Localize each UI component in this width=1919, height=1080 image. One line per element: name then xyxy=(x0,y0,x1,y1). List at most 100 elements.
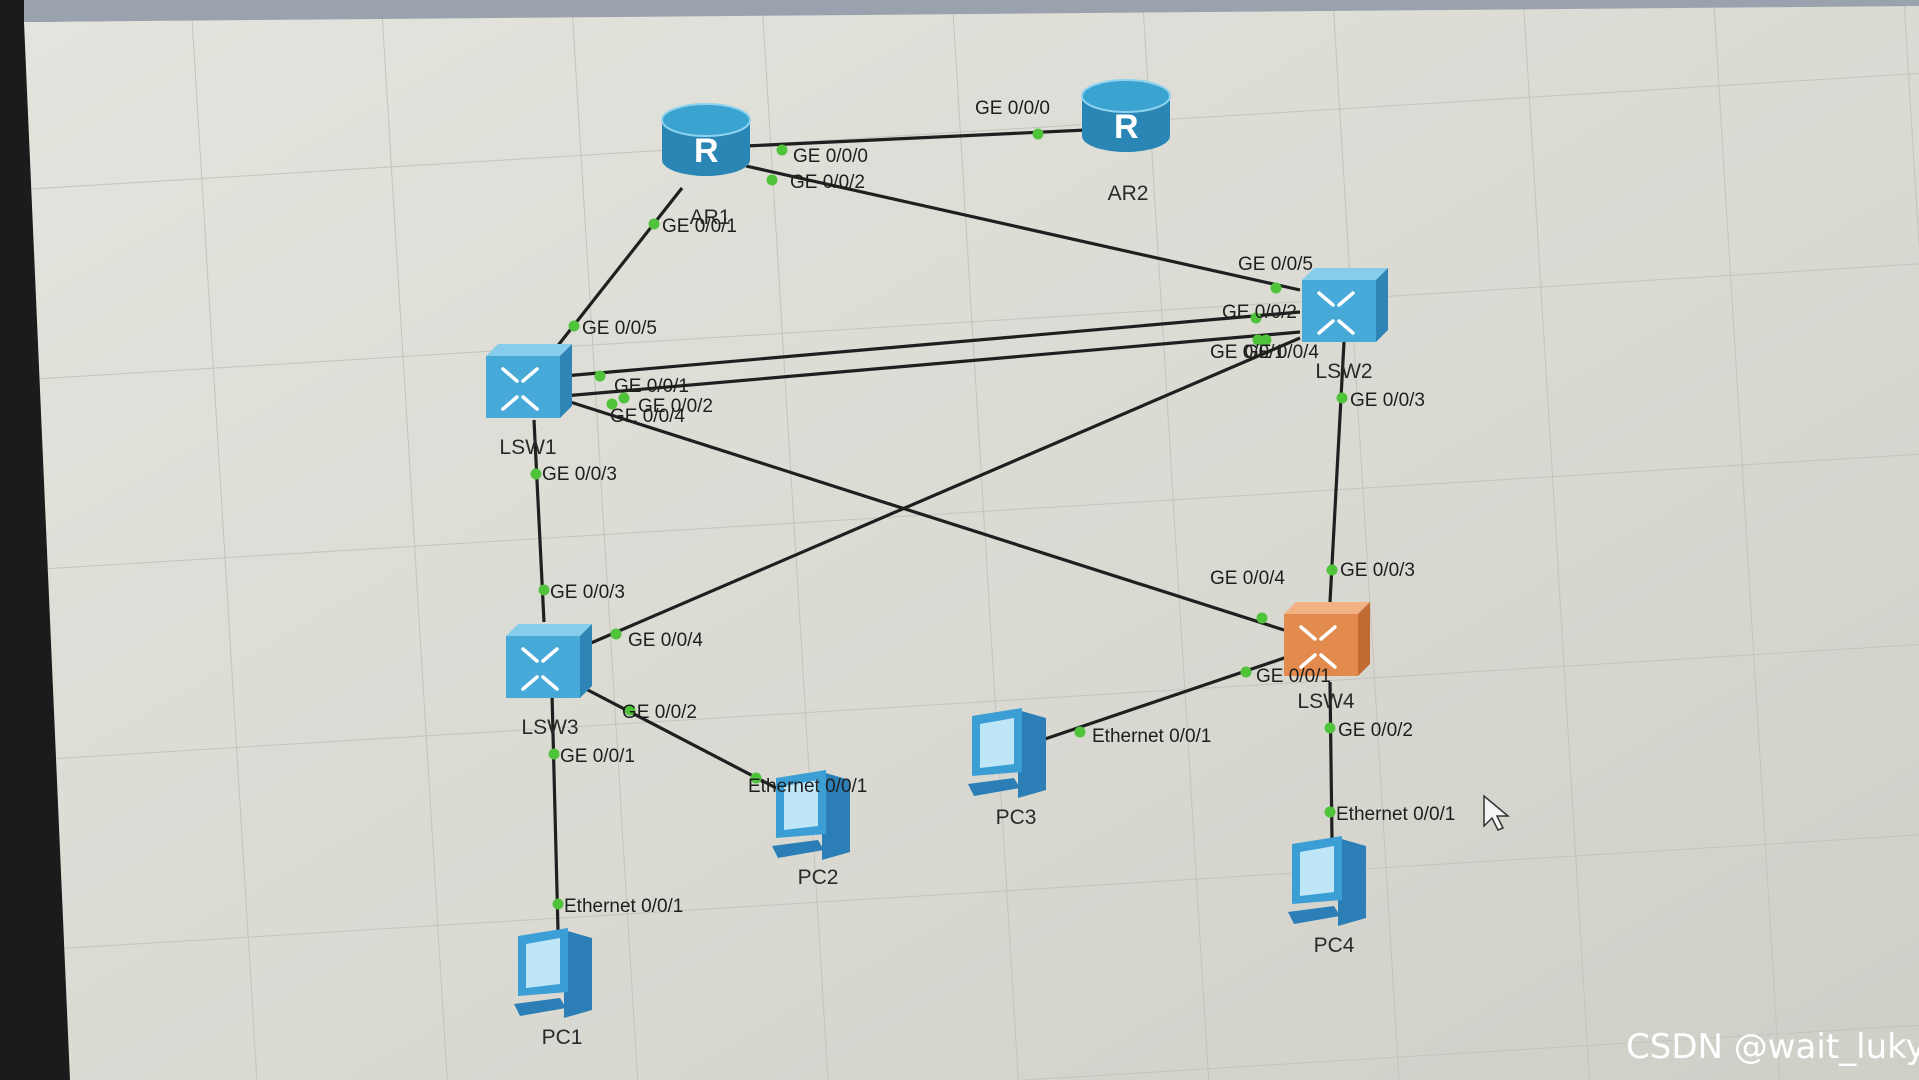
switch-front xyxy=(1302,280,1376,342)
device-lsw2[interactable] xyxy=(1302,268,1388,342)
router-base xyxy=(662,144,750,176)
device-name-pc2: PC2 xyxy=(798,866,839,889)
port-label: GE 0/0/5 xyxy=(582,318,657,339)
window-top-strip xyxy=(24,0,1919,22)
switch-arrows-icon xyxy=(1299,625,1337,669)
pc-screen xyxy=(980,718,1014,768)
link-lsw2-lsw4-8[interactable] xyxy=(1328,341,1346,603)
link-ar1-lsw1-2[interactable] xyxy=(554,187,684,349)
switch-top xyxy=(1302,268,1388,280)
switch-arrows-icon xyxy=(521,647,559,691)
router-top xyxy=(1081,79,1171,113)
switch-top xyxy=(506,624,592,636)
switch-front xyxy=(1284,614,1358,676)
router-glyph-icon: R xyxy=(694,132,719,170)
port-label: GE 0/0/2 xyxy=(638,396,713,417)
port-dot xyxy=(624,704,636,716)
port-label: GE 0/0/5 xyxy=(1238,254,1313,275)
port-label: GE 0/0/2 xyxy=(1338,720,1413,741)
pc-screen xyxy=(1300,846,1334,896)
port-label: GE 0/0/0 xyxy=(793,146,868,167)
pc-tower xyxy=(1018,710,1046,798)
link-lsw1-lsw2-4[interactable] xyxy=(563,330,1301,398)
device-ar2[interactable]: R xyxy=(1081,79,1171,152)
router-top xyxy=(661,103,751,137)
port-dot xyxy=(610,628,622,640)
switch-arrows-icon xyxy=(501,367,539,411)
device-pc1[interactable] xyxy=(514,928,592,1018)
port-label: GE 0/0/1 xyxy=(662,216,737,237)
port-dot xyxy=(776,144,788,156)
port-label: GE 0/0/3 xyxy=(1340,560,1415,581)
switch-top xyxy=(486,344,572,356)
switch-front xyxy=(486,356,560,418)
port-dot xyxy=(530,468,542,480)
port-dot xyxy=(594,370,606,382)
links-layer xyxy=(532,128,1346,931)
port-dot xyxy=(1256,612,1268,624)
port-dot xyxy=(606,398,618,410)
port-dot xyxy=(1326,564,1338,576)
port-label: GE 0/0/4 xyxy=(610,406,685,427)
link-lsw1-lsw4-5[interactable] xyxy=(563,398,1285,632)
port-dot xyxy=(548,748,560,760)
port-label: GE 0/0/3 xyxy=(542,464,617,485)
device-pc2[interactable] xyxy=(772,770,850,860)
device-pc3[interactable] xyxy=(968,708,1046,798)
link-lsw3-lsw2-7[interactable] xyxy=(583,336,1301,648)
port-label: GE 0/0/3 xyxy=(1350,390,1425,411)
router-base xyxy=(1082,120,1170,152)
switch-side xyxy=(1358,602,1370,676)
port-label: GE 0/0/4 xyxy=(1244,342,1319,363)
port-label: GE 0/0/4 xyxy=(628,630,703,651)
port-dot xyxy=(1240,666,1252,678)
mouse-cursor-icon xyxy=(1483,794,1511,831)
pc-tower xyxy=(822,772,850,860)
port-label: Ethernet 0/0/1 xyxy=(1336,804,1455,825)
port-dot xyxy=(648,218,660,230)
device-pc4[interactable] xyxy=(1288,836,1366,926)
pc-keyboard xyxy=(514,998,566,1016)
port-dot xyxy=(568,320,580,332)
link-lsw1-lsw2-3[interactable] xyxy=(563,310,1301,378)
device-name-lsw2: LSW2 xyxy=(1315,360,1372,383)
port-label: GE 0/0/4 xyxy=(1210,568,1285,589)
switch-side xyxy=(1376,268,1388,342)
port-dot xyxy=(1336,392,1348,404)
pc-screen xyxy=(784,780,818,830)
port-dot xyxy=(1270,282,1282,294)
switch-arrows-icon xyxy=(1317,291,1355,335)
port-label: GE 0/0/2 xyxy=(622,702,697,723)
device-lsw3[interactable] xyxy=(506,624,592,698)
device-lsw4[interactable] xyxy=(1284,602,1370,676)
port-dot xyxy=(538,584,550,596)
port-label: GE 0/0/1 xyxy=(1210,342,1285,363)
link-ar1-lsw2-1[interactable] xyxy=(745,164,1301,292)
pc-tower xyxy=(1338,838,1366,926)
device-ar1[interactable]: R xyxy=(661,103,751,176)
device-name-pc1: PC1 xyxy=(542,1026,583,1049)
pc-keyboard xyxy=(772,840,824,858)
port-label: GE 0/0/1 xyxy=(1256,666,1331,687)
pc-keyboard xyxy=(968,778,1020,796)
link-lsw3-pc1-10[interactable] xyxy=(550,693,560,931)
port-label: GE 0/0/2 xyxy=(1222,302,1297,323)
port-dot xyxy=(1032,128,1044,140)
port-label: GE 0/0/1 xyxy=(614,376,689,397)
port-dot xyxy=(766,174,778,186)
port-label: Ethernet 0/0/1 xyxy=(748,776,867,797)
port-dot xyxy=(1324,722,1336,734)
device-lsw1[interactable] xyxy=(486,344,572,418)
port-label: GE 0/0/0 xyxy=(975,98,1050,119)
pc-keyboard xyxy=(1288,906,1340,924)
device-name-ar2: AR2 xyxy=(1108,182,1149,205)
device-name-lsw3: LSW3 xyxy=(521,716,578,739)
link-ar1-ar2-0[interactable] xyxy=(745,128,1087,148)
switch-side xyxy=(580,624,592,698)
port-dot xyxy=(1250,312,1262,324)
device-name-lsw4: LSW4 xyxy=(1297,690,1355,713)
link-lsw3-pc2-9[interactable] xyxy=(583,686,781,792)
ports-layer xyxy=(530,128,1348,910)
port-dot xyxy=(618,392,630,404)
